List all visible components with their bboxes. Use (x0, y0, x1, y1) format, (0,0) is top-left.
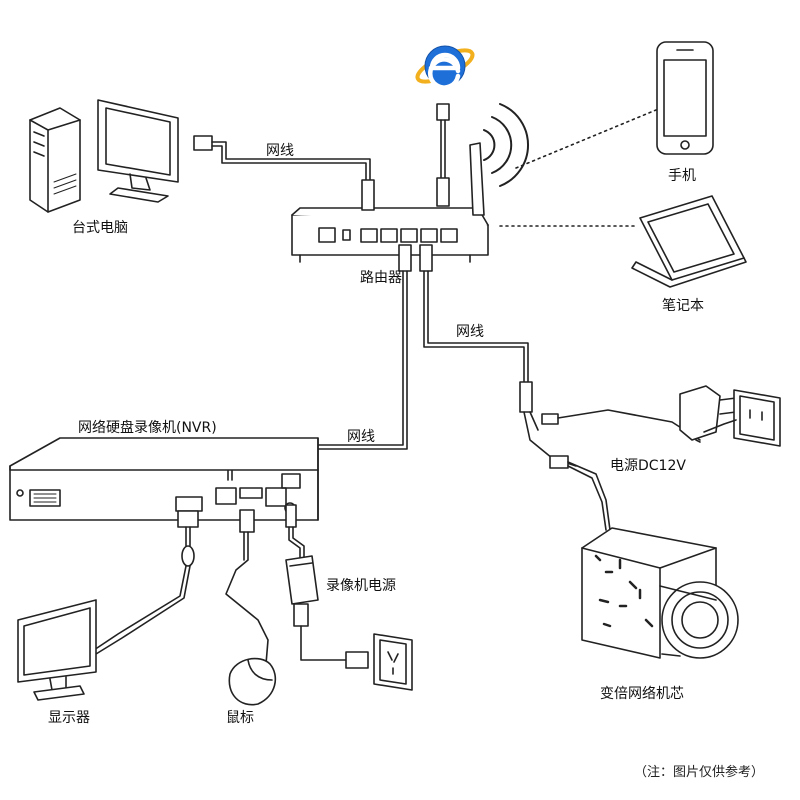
mouse-label: 鼠标 (226, 710, 254, 726)
nvr-title-label: 网络硬盘录像机(NVR) (78, 419, 217, 436)
monitor-label: 显示器 (48, 710, 90, 726)
laptop-icon (631, 195, 747, 288)
internet-explorer-icon (415, 45, 475, 90)
nvr-icon (9, 437, 319, 521)
laptop-label: 笔记本 (662, 298, 704, 314)
disclaimer-note: （注：图片仅供参考） (634, 764, 764, 780)
zoom-camera-module-icon (581, 527, 739, 659)
monitor-icon (17, 599, 97, 701)
mouse-icon (228, 657, 277, 706)
wall-socket-left-icon (373, 633, 413, 691)
vga-cable (93, 510, 199, 655)
router-label: 路由器 (360, 270, 402, 286)
phone-label: 手机 (668, 168, 696, 184)
nvr-power-label: 录像机电源 (326, 578, 396, 594)
desktop-pc-icon (29, 99, 179, 213)
router-icon (291, 103, 530, 263)
internet-cable (436, 103, 450, 207)
cable-label-mid: 网线 (456, 324, 484, 340)
camera-label: 变倍网络机芯 (600, 686, 684, 702)
camera-power-adapter-icon (679, 385, 737, 443)
wall-socket-right-icon (703, 389, 781, 447)
wireless-link-phone (515, 109, 657, 169)
nvr-power-adapter-icon (285, 555, 369, 669)
desktop-label: 台式电脑 (72, 220, 128, 236)
nvr-power-cable (285, 504, 305, 561)
phone-icon (656, 41, 714, 155)
cable-label-nvr: 网线 (347, 429, 375, 445)
usb-cable (225, 509, 269, 665)
cable-label-top: 网线 (266, 143, 294, 159)
cable-router-camera (419, 244, 533, 413)
power-dc-label: 电源DC12V (610, 458, 686, 474)
cable-desktop-router (193, 135, 375, 211)
